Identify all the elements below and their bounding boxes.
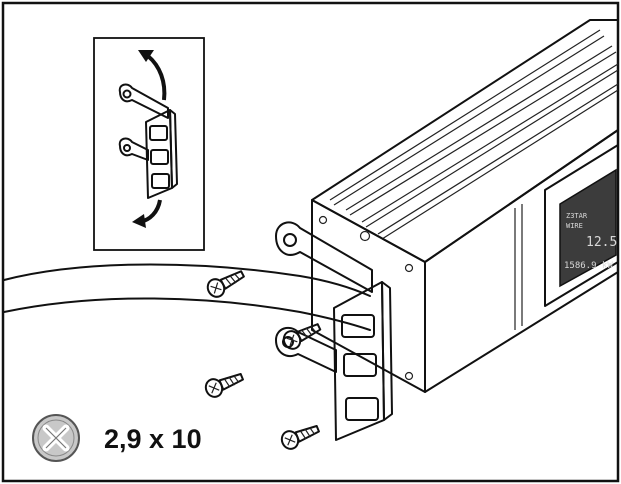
device-display: Ζ3TAR WIRE 12.5 1586.9 kW [559, 168, 617, 288]
screw-head-x-icon [32, 414, 80, 462]
device-housing [311, 19, 619, 393]
mounting-bracket [275, 221, 393, 441]
screw-3 [204, 372, 244, 398]
screw-1 [206, 270, 245, 298]
display-line-2: WIRE [566, 222, 583, 230]
screw-4 [280, 424, 320, 450]
screw-spec: 2,9 x 10 [32, 414, 202, 462]
rotate-down-arrow-icon [132, 199, 162, 228]
inset-detail [93, 37, 205, 251]
rotate-up-arrow-icon [138, 50, 167, 101]
display-value-main: 12.5 [586, 235, 617, 250]
display-value-bottom: 1586.9 kW [564, 261, 613, 271]
screw-2 [282, 323, 322, 350]
display-line-1: Ζ3TAR [566, 212, 588, 220]
screw-size-label: 2,9 x 10 [104, 424, 202, 454]
